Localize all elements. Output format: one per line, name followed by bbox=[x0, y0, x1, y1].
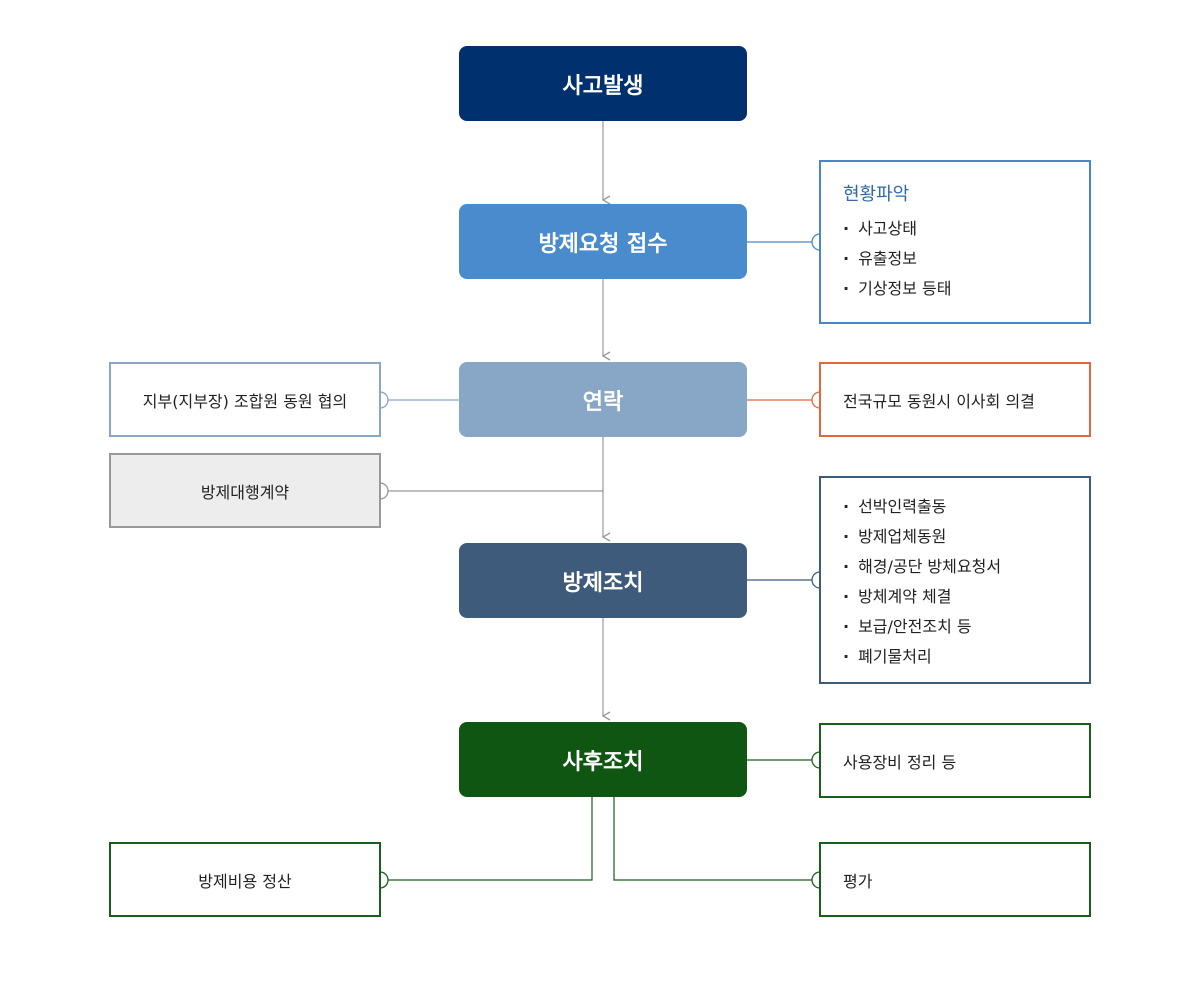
list-item: 해경/공단 방체요청서 bbox=[843, 552, 1089, 582]
cost-settlement-box: 방제비용 정산 bbox=[109, 842, 381, 917]
action-items-box: 선박인력출동 방제업체동원 해경/공단 방체요청서 방체계약 체결 보급/안전조… bbox=[819, 476, 1091, 684]
contract-box: 방제대행계약 bbox=[109, 453, 381, 528]
list-item: 선박인력출동 bbox=[843, 492, 1089, 522]
step-accident: 사고발생 bbox=[459, 46, 747, 121]
list-item: 방체계약 체결 bbox=[843, 582, 1089, 612]
list-item: 유출정보 bbox=[843, 244, 1089, 274]
equipment-box: 사용장비 정리 등 bbox=[819, 723, 1091, 798]
evaluation-box: 평가 bbox=[819, 842, 1091, 917]
list-item: 방제업체동원 bbox=[843, 522, 1089, 552]
list-item: 보급/안전조치 등 bbox=[843, 612, 1089, 642]
board-resolution-box: 전국규모 동원시 이사회 의결 bbox=[819, 362, 1091, 437]
step-contact: 연락 bbox=[459, 362, 747, 437]
list-item: 사고상태 bbox=[843, 214, 1089, 244]
branch-consult-box: 지부(지부장) 조합원 동원 협의 bbox=[109, 362, 381, 437]
step-follow-up: 사후조치 bbox=[459, 722, 747, 797]
list-item: 폐기물처리 bbox=[843, 642, 1089, 672]
step-action: 방제조치 bbox=[459, 543, 747, 618]
status-check-title: 현황파악 bbox=[843, 184, 910, 205]
step-request-received: 방제요청 접수 bbox=[459, 204, 747, 279]
link-evaluation bbox=[613, 797, 820, 881]
status-check-box: 현황파악 사고상태 유출정보 기상정보 등태 bbox=[819, 160, 1091, 324]
action-items-list: 선박인력출동 방제업체동원 해경/공단 방체요청서 방체계약 체결 보급/안전조… bbox=[843, 492, 1089, 672]
link-cost-settlement bbox=[380, 797, 593, 881]
list-item: 기상정보 등태 bbox=[843, 274, 1089, 304]
status-check-list: 사고상태 유출정보 기상정보 등태 bbox=[843, 214, 1089, 304]
